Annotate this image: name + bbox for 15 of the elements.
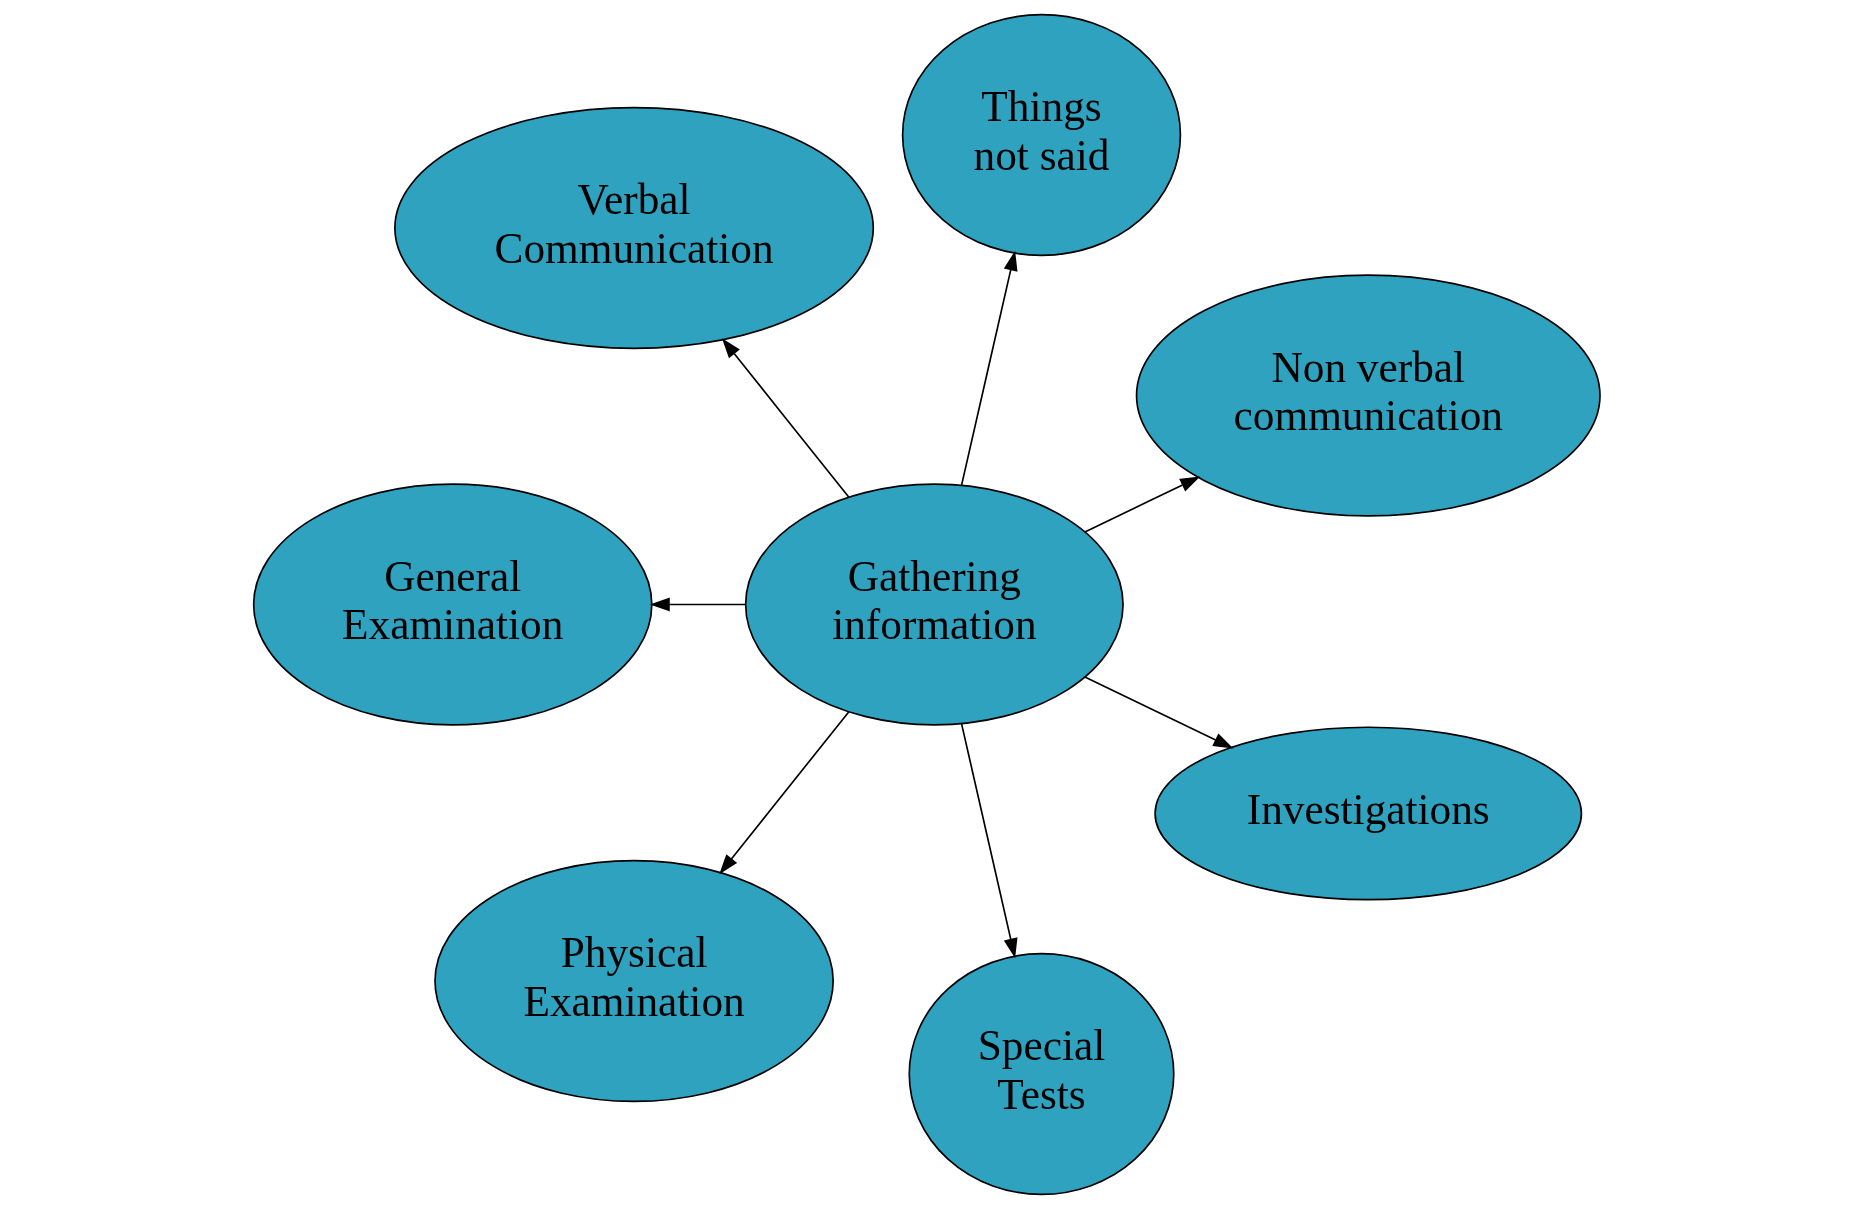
arrow xyxy=(718,711,850,875)
arrow xyxy=(721,338,850,498)
node-ellipse: Verbal Communication xyxy=(393,106,874,350)
arrow xyxy=(960,722,1017,959)
arrow xyxy=(1083,676,1233,749)
node-ellipse: Things not said xyxy=(901,13,1181,257)
arrow xyxy=(649,597,746,612)
arrow xyxy=(960,250,1017,487)
arrow xyxy=(1083,476,1200,533)
node-circle: Special Tests xyxy=(907,952,1175,1196)
node-ellipse: Investigations xyxy=(1153,726,1582,901)
node-ellipse: General Examination xyxy=(252,483,653,726)
node-ellipse: Non verbal communication xyxy=(1135,274,1601,517)
node-ellipse: Physical Examination xyxy=(433,859,834,1103)
node-ellipse: Gathering information xyxy=(744,483,1124,726)
